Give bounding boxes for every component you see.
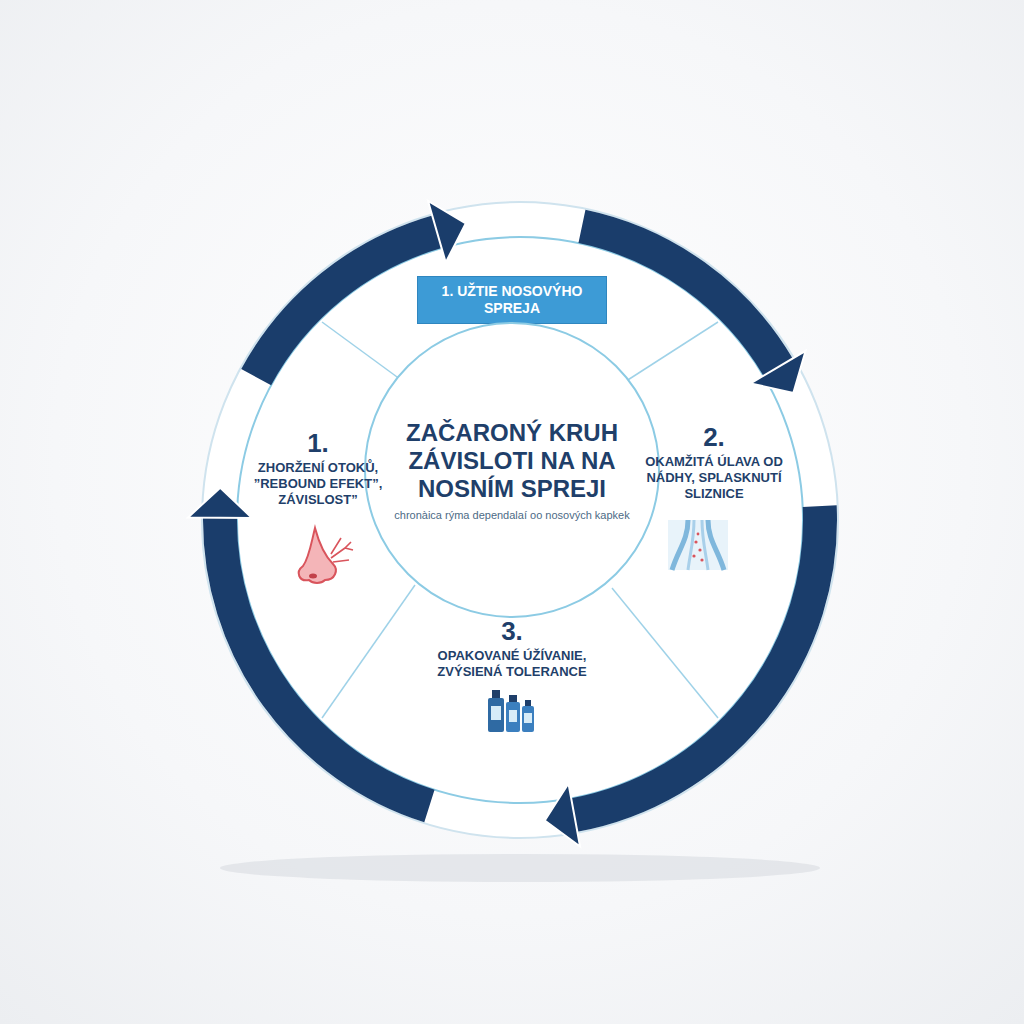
inner-disc (237, 237, 803, 803)
step-label-box: 1. UŽTIE NOSOVÝHO SPREJA (417, 276, 607, 324)
outer-disc (202, 202, 838, 838)
node-text: ZHORŽENÍ OTOKŮ, ”REBOUND EFEKT”, ZÁVISLO… (243, 460, 393, 508)
node-text: chronàica rýma dependalaí oo nosových ka… (394, 509, 629, 521)
bottles-icon (488, 690, 534, 732)
divider-lines (322, 322, 718, 718)
node-text: OPAKOVANÉ ÚŽÍVANIE, ZVÝSIENÁ TOLERANCE (417, 648, 607, 680)
shadow (220, 854, 820, 882)
center-circle: ZAČARONÝ KRUH ZÁVISLOTI NA NA NOSNÍM SPR… (364, 322, 660, 618)
step-block: 3.OPAKOVANÉ ÚŽÍVANIE, ZVÝSIENÁ TOLERANCE (417, 616, 607, 680)
nose-icon (299, 528, 353, 583)
callout-number: 3. (417, 616, 607, 646)
callout-number: 2. (629, 422, 799, 452)
step-block: 1.ZHORŽENÍ OTOKŮ, ”REBOUND EFEKT”, ZÁVIS… (243, 428, 393, 508)
airway-icon (668, 520, 728, 570)
node-text: OKAMŽITÁ ÚLAVA OD NÁDHY, SPLASKNUTÍ SLIZ… (629, 454, 799, 502)
step-block: 2.OKAMŽITÁ ÚLAVA OD NÁDHY, SPLASKNUTÍ SL… (629, 422, 799, 502)
node-text: 1. UŽTIE NOSOVÝHO SPREJA (428, 283, 596, 317)
node-text: ZAČARONÝ KRUH ZÁVISLOTI NA NA NOSNÍM SPR… (386, 419, 638, 503)
callout-number: 1. (243, 428, 393, 458)
